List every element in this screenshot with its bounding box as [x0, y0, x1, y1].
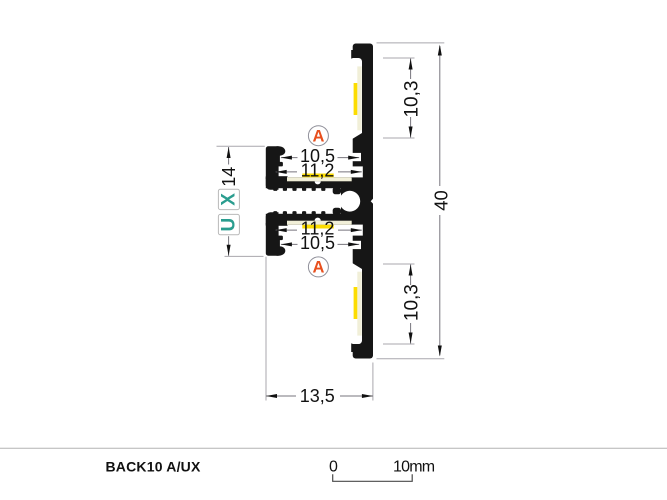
svg-text:11,2: 11,2	[301, 219, 335, 239]
svg-text:14: 14	[219, 167, 239, 187]
svg-text:U: U	[218, 218, 239, 232]
svg-text:10,5: 10,5	[300, 233, 335, 253]
svg-text:10,3: 10,3	[402, 284, 423, 321]
svg-text:0: 0	[329, 458, 338, 475]
svg-text:11,2: 11,2	[301, 160, 335, 180]
svg-text:10,5: 10,5	[300, 146, 335, 166]
svg-text:BACK10 A/UX: BACK10 A/UX	[106, 459, 201, 475]
svg-text:X: X	[218, 193, 239, 206]
svg-text:40: 40	[431, 190, 452, 211]
svg-text:10,3: 10,3	[402, 81, 423, 118]
svg-text:13,5: 13,5	[300, 386, 335, 406]
svg-text:A: A	[312, 259, 324, 277]
svg-text:A: A	[312, 128, 324, 146]
svg-text:10mm: 10mm	[393, 458, 435, 475]
